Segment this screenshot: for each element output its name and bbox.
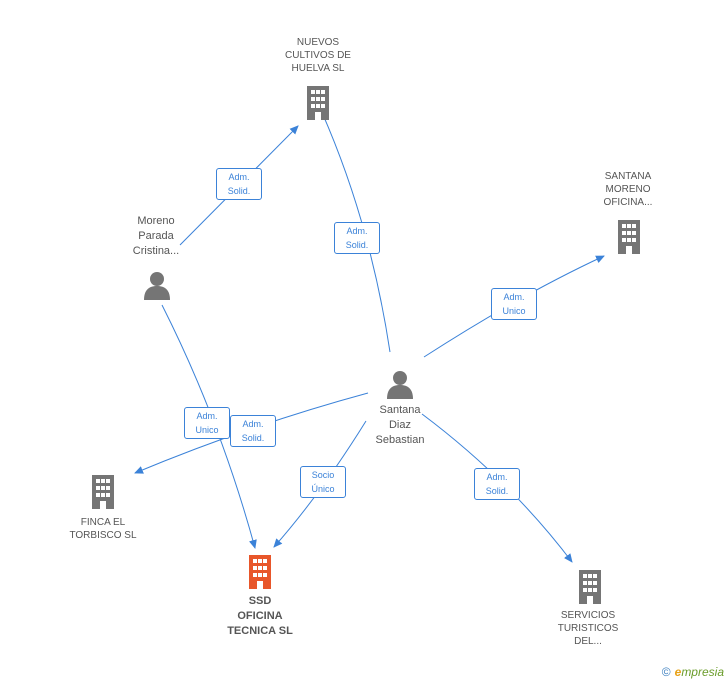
relation-label-adm-unico[interactable]: Adm.Unico: [491, 288, 537, 320]
relation-label-adm-unico[interactable]: Adm.Unico: [184, 407, 230, 439]
node-label-moreno-parada: Moreno Parada Cristina...: [132, 215, 180, 257]
node-label-nuevos-cultivos: NUEVOS CULTIVOS DE HUELVA SL: [285, 37, 351, 74]
relation-label-adm-solid[interactable]: Adm.Solid.: [474, 468, 520, 500]
building-icon[interactable]: [615, 220, 643, 259]
node-label-finca-torbisco: FINCA EL TORBISCO SL: [69, 517, 137, 541]
relation-label-adm-solid[interactable]: Adm.Solid.: [230, 415, 276, 447]
brand-logo[interactable]: empresia: [674, 665, 724, 679]
building-icon[interactable]: [304, 86, 332, 125]
node-label-santana-diaz: Santana Diaz Sebastian: [375, 404, 425, 446]
node-label-santana-moreno: SANTANA MORENO OFICINA...: [603, 171, 653, 208]
edges: [134, 107, 605, 563]
relation-label-adm-solid[interactable]: Adm.Solid.: [334, 222, 380, 254]
person-icon[interactable]: [142, 270, 172, 305]
person-icon[interactable]: [385, 369, 415, 404]
building-icon[interactable]: [576, 570, 604, 609]
footer-branding: ©empresia: [662, 665, 724, 679]
building-icon[interactable]: [246, 555, 274, 594]
copyright-symbol: ©: [661, 665, 671, 679]
node-label-servicios-turisticos: SERVICIOS TURISTICOS DEL...: [557, 610, 619, 647]
node-label-ssd-oficina: SSD OFICINA TECNICA SL: [227, 595, 293, 637]
building-icon[interactable]: [89, 475, 117, 514]
relation-label-adm-solid[interactable]: Adm.Solid.: [216, 168, 262, 200]
